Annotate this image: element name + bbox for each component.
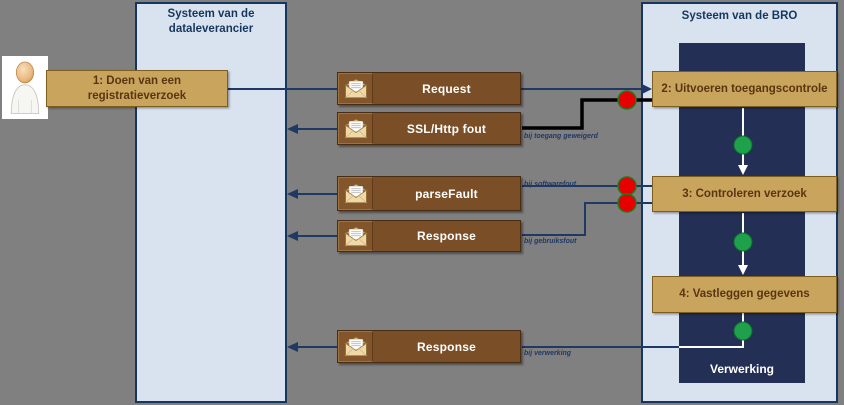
step-2-box: 2: Uitvoeren toegangscontrole [652,71,837,107]
note-toegang-geweigerd: bij toegang geweigerd [524,133,598,140]
step-4-box: 4: Vastleggen gegevens [652,276,837,313]
note-gebruiksfout: bij gebruiksfout [524,238,577,245]
message-response-error: Response [337,220,521,252]
person-icon [10,61,40,114]
note-softwarefout: bij softwarefout [524,181,577,188]
lane-dataleverancier-title-line1: Systeem van de [167,8,255,20]
toegang-geweigerd-line [522,98,652,130]
parsefault-arrowhead-icon [287,189,298,199]
lane-dataleverancier-title-line2: dataleverancier [168,23,254,35]
lane-bro-title: Systeem van de BRO [681,10,798,22]
step-1-box: 1: Doen van een registratieverzoek [46,70,228,107]
processing-label: Verwerking [709,362,775,376]
step-3-box: 3: Controleren verzoek [652,176,837,212]
lane-dataleverancier-title: Systeem van de dataleverancier [135,7,287,37]
red-dot-gebruik-icon [617,193,637,213]
envelope-icon [338,73,373,104]
message-request: Request [337,72,521,105]
envelope-icon [338,221,373,251]
message-response-final: Response [337,330,521,363]
envelope-icon [338,331,373,362]
message-response-final-label: Response [417,339,476,354]
gebruiksfout-line [522,202,652,236]
red-dot-software-icon [617,176,637,196]
message-response-error-label: Response [417,229,476,243]
red-dot-toegang-icon [617,90,637,110]
message-request-label: Request [422,81,471,96]
ssl-return-arrowhead-icon [287,124,298,134]
message-ssl-http-fout: SSL/Http fout [337,112,521,145]
actor [2,56,48,119]
response-final-arrowhead-icon [287,342,298,352]
lane-dataleverancier [135,2,287,403]
response-error-arrowhead-icon [287,231,298,241]
envelope-icon [338,177,373,210]
note-verwerking: bij verwerking [524,350,572,357]
message-ssl-http-fout-label: SSL/Http fout [406,121,487,136]
step-1-line1: 1: Doen van een [92,74,182,87]
message-parsefault: parseFault [337,176,521,211]
envelope-icon [338,113,373,144]
step-1-line2: registratieverzoek [87,89,187,102]
message-parsefault-label: parseFault [415,186,478,201]
